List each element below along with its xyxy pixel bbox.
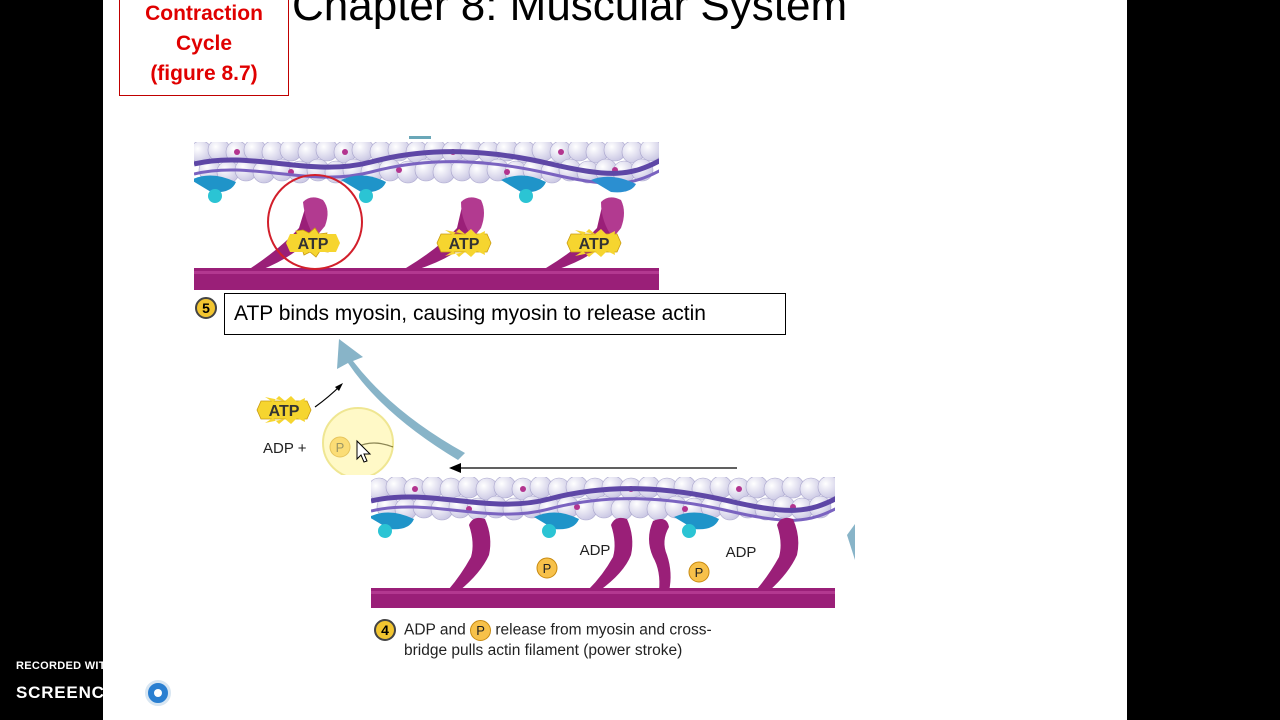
atp-transition-label: ATP	[269, 403, 300, 420]
phosphate-icon-1	[536, 557, 558, 579]
phosphate-label-1: P	[543, 561, 552, 576]
cycle-transition: ATP ADP + P	[256, 339, 737, 475]
phosphate-label-2: P	[695, 565, 704, 580]
tropomyosin	[194, 149, 659, 176]
screencast-watermark: RECORDED WITH SCREENCAST MATIC	[16, 660, 232, 706]
atp-star-2	[436, 229, 492, 257]
step4-caption-post: release from myosin and cross-	[495, 621, 712, 639]
atp-star-1	[286, 227, 340, 258]
step4-diagram: ADP ADP P P	[371, 477, 855, 608]
myosin-heads-bottom	[449, 517, 799, 591]
figure-ref-line-3: (figure 8.7)	[150, 62, 258, 85]
step-4-badge: 4	[374, 619, 396, 641]
slide: Contraction Cycle (figure 8.7) Chapter 8…	[103, 0, 1127, 720]
troponin-bottom	[371, 512, 719, 538]
phosphate-icon-2	[688, 561, 710, 583]
troponin	[194, 175, 636, 203]
mouse-cursor-icon	[356, 439, 372, 463]
adp-label-1: ADP	[580, 542, 611, 559]
step4-caption-pre: ADP and	[404, 621, 466, 639]
watermark-brand-right: MATIC	[175, 683, 232, 702]
step5-caption: ATP binds myosin, causing myosin to rele…	[224, 293, 786, 335]
atp-star-3	[566, 229, 622, 257]
watermark-recorded-label: RECORDED WITH	[16, 660, 115, 672]
watermark-brand-left: SCREENCAST	[16, 683, 142, 702]
atp-label-2: ATP	[449, 236, 480, 253]
adp-plus-label: ADP +	[263, 440, 307, 457]
step4-caption: ADP and P release from myosin and cross-…	[404, 620, 712, 660]
cycle-arrow	[337, 339, 465, 460]
myosin-heads	[251, 197, 624, 270]
step4-caption-line2: bridge pulls actin filament (power strok…	[404, 642, 683, 659]
atp-star-transition	[256, 396, 312, 424]
screencast-logo-icon	[145, 680, 172, 706]
figure-reference-box: Contraction Cycle (figure 8.7)	[119, 0, 289, 96]
step-5-badge: 5	[195, 297, 217, 319]
cycle-arrow-tip	[847, 524, 855, 560]
figure-ref-line-2: Cycle	[175, 32, 233, 55]
slide-title: Chapter 8: Muscular System	[292, 0, 848, 30]
figure-ref-line-1: Contraction	[145, 2, 263, 25]
tropomyosin-bottom	[371, 486, 835, 513]
highlight-circle	[267, 174, 363, 270]
atp-label-1: ATP	[298, 236, 329, 253]
atp-label-3: ATP	[579, 236, 610, 253]
adp-label-2: ADP	[726, 544, 757, 561]
step5-diagram: ATP ATP ATP	[194, 136, 659, 290]
phosphate-badge: P	[470, 620, 492, 641]
